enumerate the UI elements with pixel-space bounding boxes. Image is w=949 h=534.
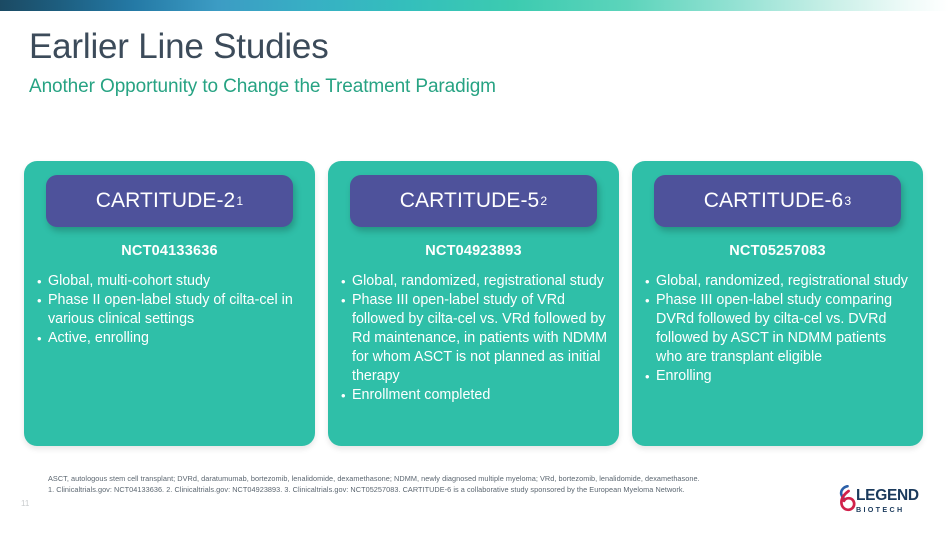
page-title: Earlier Line Studies — [29, 27, 329, 66]
study-card-cartitude-5: CARTITUDE-52 NCT04923893 Global, randomi… — [328, 161, 619, 446]
list-item: Active, enrolling — [35, 329, 304, 348]
footnote-abbreviations: ASCT, autologous stem cell transplant; D… — [48, 474, 700, 483]
study-bullet-list: Global, randomized, registrational study… — [339, 272, 608, 405]
study-cards-container: CARTITUDE-21 NCT04133636 Global, multi-c… — [24, 161, 925, 446]
study-nct-number: NCT04923893 — [425, 243, 522, 259]
list-item: Phase III open-label study of VRd follow… — [339, 291, 608, 386]
list-item: Phase II open-label study of cilta-cel i… — [35, 291, 304, 329]
study-bullet-list: Global, multi-cohort study Phase II open… — [35, 272, 304, 348]
study-card-cartitude-6: CARTITUDE-63 NCT05257083 Global, randomi… — [632, 161, 923, 446]
study-nct-number: NCT05257083 — [729, 243, 826, 259]
list-item: Enrollment completed — [339, 386, 608, 405]
list-item: Enrolling — [643, 367, 912, 386]
top-gradient-bar — [0, 0, 949, 11]
study-nct-number: NCT04133636 — [121, 243, 218, 259]
list-item: Global, randomized, registrational study — [339, 272, 608, 291]
study-bullet-list: Global, randomized, registrational study… — [643, 272, 912, 386]
page-subtitle: Another Opportunity to Change the Treatm… — [29, 76, 496, 97]
legend-logo-name: LEGEND — [856, 487, 919, 504]
footnote-references: 1. Clinicaltrials.gov: NCT04133636. 2. C… — [48, 484, 685, 494]
legend-logo-text: LEGEND BIOTECH — [856, 487, 919, 514]
study-badge-label: CARTITUDE-5 — [399, 189, 540, 212]
page-number: 11 — [21, 499, 30, 508]
list-item: Phase III open-label study comparing DVR… — [643, 291, 912, 367]
legend-biotech-logo: LEGEND BIOTECH — [836, 484, 936, 514]
list-item: Global, randomized, registrational study — [643, 272, 912, 291]
legend-logo-sub: BIOTECH — [856, 505, 905, 514]
legend-ribbon-icon — [836, 484, 860, 512]
footnotes-block: ASCT, autologous stem cell transplant; D… — [48, 474, 808, 495]
heading-block: Earlier Line Studies Another Opportunity… — [29, 26, 729, 99]
list-item: Global, multi-cohort study — [35, 272, 304, 291]
study-badge-label: CARTITUDE-2 — [95, 189, 236, 212]
study-badge-label: CARTITUDE-6 — [703, 189, 844, 212]
study-card-cartitude-2: CARTITUDE-21 NCT04133636 Global, multi-c… — [24, 161, 315, 446]
